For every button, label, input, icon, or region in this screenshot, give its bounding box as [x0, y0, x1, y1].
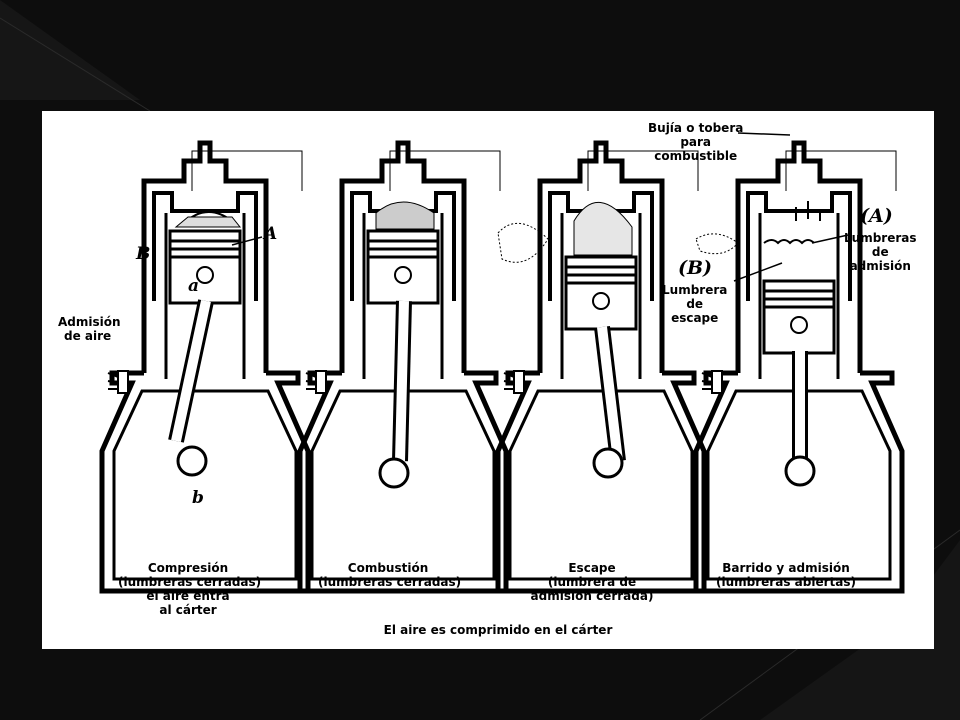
engine-panel-barrido — [696, 143, 902, 591]
caption-escape-line-2: (lumbrera de — [547, 575, 637, 589]
callout-lumbreras-admision-line-2: de — [871, 245, 889, 259]
bujia-leader-line — [737, 132, 791, 136]
callout-bujia-line-1: Bujía o tobera — [648, 121, 744, 135]
callout-admision-aire-line-2: de aire — [64, 329, 112, 343]
callout-bujia-line-2: para — [680, 135, 712, 149]
caption-barrido: Barrido y admisión (lumbreras abiertas) — [706, 561, 866, 589]
engine-panel-escape — [498, 143, 704, 591]
label-A-small: A — [264, 224, 278, 244]
engine-panel-combustion — [300, 143, 506, 591]
callout-lumbreras-admision-line-3: admisión — [849, 259, 911, 273]
caption-combustion-line-1: Combustión — [347, 561, 429, 575]
caption-compresion-line-2: (lumbreras cerradas) — [118, 575, 262, 589]
label-b: b — [192, 488, 204, 508]
caption-escape-line-1: Escape — [568, 561, 616, 575]
a-leader-line — [231, 236, 263, 246]
caption-compresion-line-4: al cárter — [159, 603, 217, 617]
callout-bujia-line-3: combustible — [654, 149, 738, 163]
caption-compresion-line-3: el aire entra — [146, 589, 230, 603]
callout-lumbrera-escape-line-2: de — [686, 297, 704, 311]
callout-lumbreras-admision: Lumbreras de admisión — [844, 231, 917, 273]
caption-combustion: Combustión (lumbreras cerradas) — [318, 561, 462, 589]
caption-compresion-line-1: Compresión — [147, 561, 229, 575]
callout-lumbrera-escape: Lumbrera de escape — [662, 283, 727, 325]
caption-escape-line-3: admisión cerrada) — [530, 589, 654, 603]
caption-combustion-line-2: (lumbreras cerradas) — [318, 575, 462, 589]
callout-admision-aire-line-1: Admisión — [58, 315, 121, 329]
caption-compresion: Compresión (lumbreras cerradas) el aire … — [118, 561, 262, 617]
lumbrera-escape-leader-line — [733, 262, 783, 282]
callout-lumbreras-admision-line-1: Lumbreras — [844, 231, 917, 245]
engine-drawings — [42, 132, 934, 649]
footer-caption: El aire es comprimido en el cárter — [383, 623, 613, 637]
caption-barrido-line-1: Barrido y admisión — [722, 561, 850, 575]
engine-panel-compresion — [102, 143, 308, 591]
caption-barrido-line-2: (lumbreras abiertas) — [716, 575, 856, 589]
label-B-big: (B) — [678, 257, 713, 279]
callout-bujia: Bujía o tobera para combustible — [648, 121, 743, 163]
callout-lumbrera-escape-line-1: Lumbrera — [662, 283, 728, 297]
label-A-big: (A) — [860, 205, 893, 227]
callout-admision-aire: Admisión de aire — [58, 315, 121, 343]
callout-lumbrera-escape-line-3: escape — [671, 311, 719, 325]
lumbreras-admision-leader-line — [811, 234, 849, 244]
engine-diagram: Admisión de aire Bujía o tobera para com… — [42, 111, 934, 649]
caption-escape: Escape (lumbrera de admisión cerrada) — [522, 561, 662, 603]
label-B-small: B — [136, 244, 151, 264]
label-a: a — [188, 276, 200, 296]
